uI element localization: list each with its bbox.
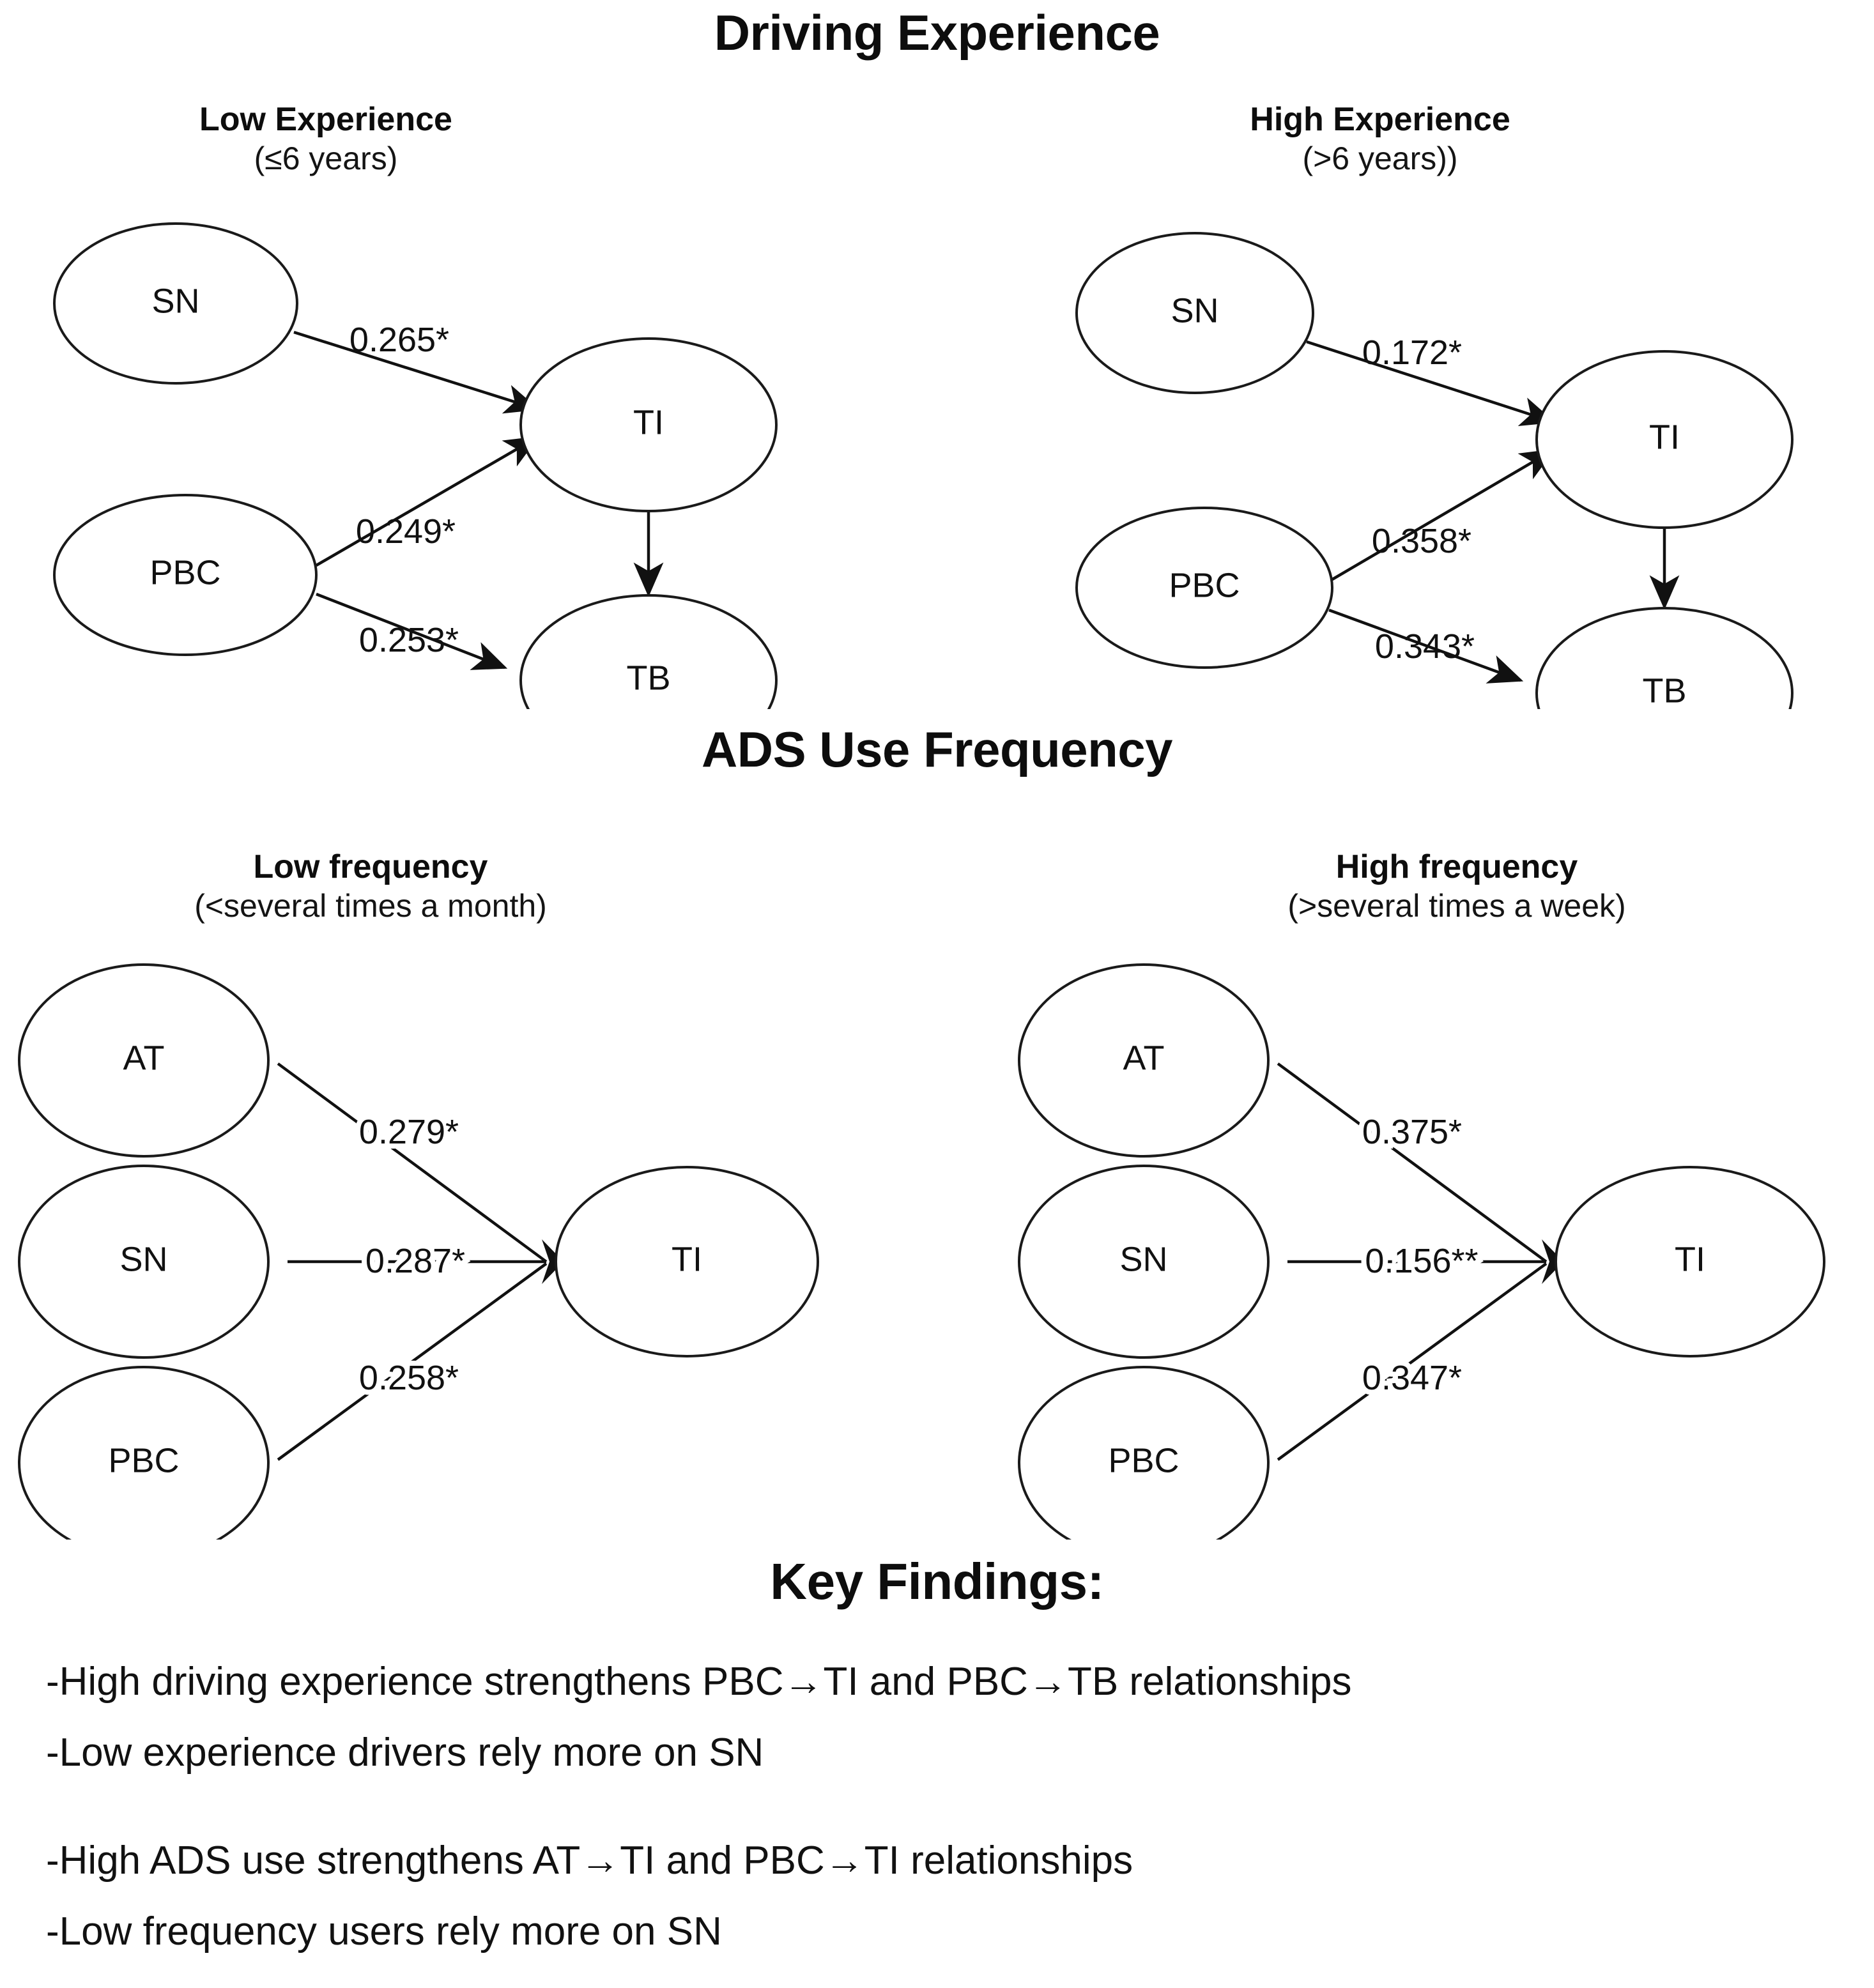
node-at-label: AT — [1123, 1039, 1165, 1077]
node-ti-label: TI — [672, 1240, 702, 1278]
panel-heading-high-experience: High Experience (>6 years)) — [1201, 101, 1559, 176]
panel-heading-low-experience: Low Experience (≤6 years) — [147, 101, 505, 176]
panel-heading-label: High frequency — [1335, 848, 1578, 885]
node-at-label: AT — [123, 1039, 165, 1077]
node-ti-label: TI — [1675, 1240, 1705, 1278]
section-title-key-findings: Key Findings: — [770, 1553, 1104, 1610]
path-diagram-low-experience: SN PBC TI TB 0.265* 0.249* 0.253* — [53, 222, 778, 709]
finding-item: -High driving experience strengthens PBC… — [46, 1660, 1352, 1704]
node-sn-label: SN — [1119, 1240, 1167, 1278]
node-ti-label: TI — [1649, 418, 1680, 456]
path-label-pbc-ti: 0.258* — [359, 1359, 459, 1397]
section-title-driving-experience: Driving Experience — [714, 4, 1160, 61]
node-tb — [1535, 607, 1793, 709]
finding-item: -Low frequency users rely more on SN — [46, 1909, 722, 1954]
path-line-at-to-ti — [277, 1062, 548, 1263]
panel-heading-label: High Experience — [1250, 101, 1510, 138]
path-label-sn-ti: 0.156** — [1365, 1242, 1478, 1280]
path-label-at-ti: 0.375* — [1362, 1113, 1462, 1151]
panel-heading-label: Low Experience — [199, 101, 452, 138]
node-ti — [1535, 350, 1793, 529]
node-pbc — [1018, 1366, 1270, 1540]
path-label-pbc-tb: 0.253* — [359, 621, 459, 659]
path-line-pbc-to-ti — [1328, 448, 1555, 583]
node-sn — [53, 222, 298, 385]
node-pbc-label: PBC — [1108, 1441, 1179, 1480]
key-findings-list: -High driving experience strengthens PBC… — [46, 1661, 1873, 1982]
path-line-pbc-to-ti — [1277, 1262, 1548, 1461]
node-pbc-label: PBC — [108, 1441, 179, 1480]
panel-heading-low-frequency: Low frequency (<several times a month) — [128, 848, 613, 924]
node-sn-label: SN — [151, 282, 199, 320]
panel-heading-high-frequency: High frequency (>several times a week) — [1201, 848, 1712, 924]
panel-subheading-label: (<several times a month) — [194, 888, 547, 924]
path-label-at-ti: 0.279* — [359, 1113, 459, 1151]
node-sn — [18, 1165, 270, 1359]
path-line-sn-to-ti — [1306, 340, 1556, 426]
node-sn-label: SN — [119, 1240, 167, 1278]
node-ti — [1555, 1166, 1825, 1357]
path-line-pbc-to-tb — [316, 592, 508, 670]
path-line-pbc-to-ti — [315, 436, 539, 567]
path-label-sn-ti: 0.265* — [349, 321, 449, 359]
path-label-pbc-ti: 0.358* — [1372, 522, 1471, 560]
node-tb-label: TB — [1642, 671, 1686, 709]
node-sn-label: SN — [1171, 291, 1218, 330]
finding-item: -Low experience drivers rely more on SN — [46, 1731, 764, 1775]
path-diagram-high-experience: SN PBC TI TB 0.172* 0.358* 0.343* — [1075, 232, 1793, 709]
node-at — [18, 963, 270, 1158]
panel-heading-label: Low frequency — [253, 848, 488, 885]
node-sn — [1018, 1165, 1270, 1359]
node-pbc — [53, 494, 318, 656]
convergent-arrowhead-icon — [542, 1239, 564, 1284]
findings-spacer — [46, 1803, 1873, 1840]
path-diagram-low-frequency: AT SN PBC TI 0.279* 0.287* 0.258* — [18, 963, 819, 1540]
panel-subheading-label: (>several times a week) — [1287, 888, 1626, 924]
path-label-sn-ti: 0.172* — [1362, 333, 1462, 372]
section-title-ads-use-frequency: ADS Use Frequency — [701, 721, 1173, 777]
node-pbc-label: PBC — [150, 553, 220, 592]
node-pbc — [1075, 507, 1333, 669]
path-line-pbc-to-tb — [1328, 608, 1524, 684]
node-pbc — [18, 1366, 270, 1540]
panel-subheading-label: (>6 years)) — [1302, 141, 1458, 177]
path-label-pbc-ti: 0.249* — [356, 512, 456, 551]
path-line-pbc-to-ti — [277, 1262, 548, 1461]
path-label-sn-ti: 0.287* — [365, 1242, 465, 1280]
node-sn — [1075, 232, 1314, 394]
convergent-arrowhead-icon — [1542, 1239, 1563, 1284]
finding-item: -High ADS use strengthens AT→TI and PBC→… — [46, 1839, 1133, 1883]
node-at — [1018, 963, 1270, 1158]
node-ti — [519, 337, 778, 512]
node-pbc-label: PBC — [1169, 566, 1240, 604]
path-line-at-to-ti — [1277, 1062, 1548, 1263]
node-ti-label: TI — [633, 403, 664, 441]
node-tb — [519, 594, 778, 709]
node-ti — [555, 1166, 819, 1357]
path-line-sn-to-ti — [293, 330, 540, 414]
panel-subheading-label: (≤6 years) — [254, 141, 398, 177]
path-label-pbc-tb: 0.343* — [1375, 627, 1475, 666]
path-label-pbc-ti: 0.347* — [1362, 1359, 1462, 1397]
path-diagram-high-frequency: AT SN PBC TI 0.375* 0.156** 0.347* — [1018, 963, 1825, 1540]
node-tb-label: TB — [626, 659, 670, 697]
